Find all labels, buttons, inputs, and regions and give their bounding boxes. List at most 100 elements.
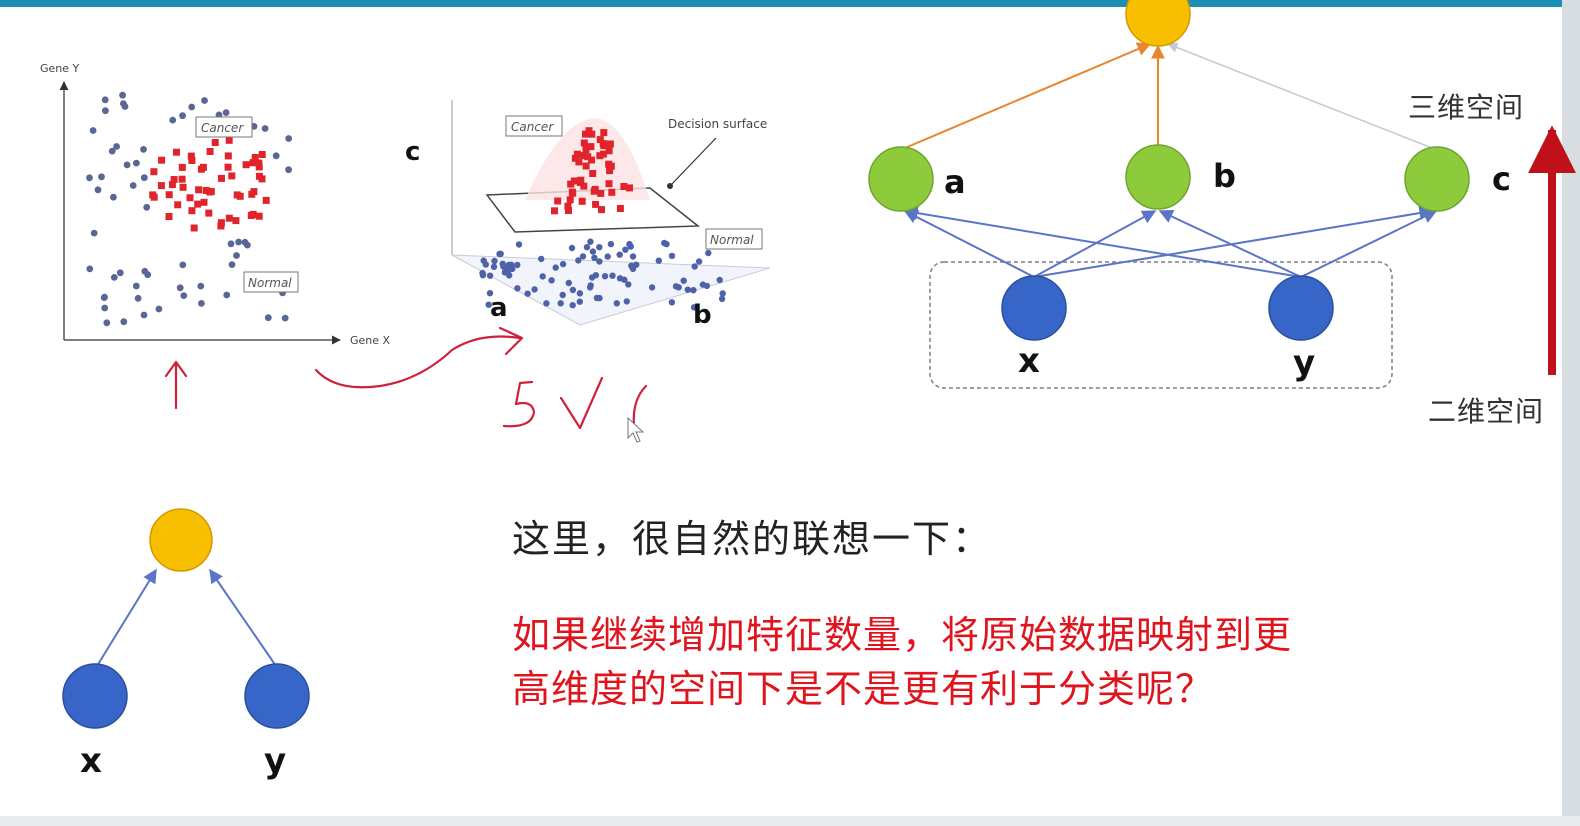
cancer-point bbox=[174, 201, 181, 208]
normal-point-3d bbox=[548, 277, 554, 283]
cancer-point-3d bbox=[606, 180, 613, 187]
normal-point-3d bbox=[538, 256, 544, 262]
normal-point bbox=[265, 314, 272, 321]
normal-point bbox=[179, 262, 186, 269]
normal-point-3d bbox=[622, 247, 628, 253]
normal-point bbox=[201, 97, 208, 104]
normal-point bbox=[86, 174, 93, 181]
normal-point-3d bbox=[516, 241, 522, 247]
normal-point bbox=[198, 300, 205, 307]
cancer-point-3d bbox=[564, 203, 571, 210]
normal-point-3d bbox=[690, 287, 696, 293]
cancer-point-3d bbox=[569, 189, 576, 196]
normal-point-3d bbox=[669, 299, 675, 305]
cancer-point bbox=[225, 164, 232, 171]
cancer-point bbox=[173, 149, 180, 156]
cancer-point-3d bbox=[607, 141, 614, 148]
normal-point bbox=[177, 284, 184, 291]
cancer-point-3d bbox=[581, 140, 588, 147]
normal-label-3d: Normal bbox=[710, 233, 754, 247]
hand-svm bbox=[504, 378, 646, 428]
cancer-point bbox=[256, 173, 263, 180]
cancer-point-3d bbox=[567, 196, 574, 203]
normal-point bbox=[90, 127, 97, 134]
small-input-node-x bbox=[63, 664, 127, 728]
cancer-point bbox=[188, 157, 195, 164]
cancer-point bbox=[166, 191, 173, 198]
normal-point bbox=[235, 239, 242, 246]
normal-point bbox=[180, 292, 187, 299]
network-2d: x y bbox=[63, 509, 309, 781]
cancer-point bbox=[188, 207, 195, 214]
scatter-3d: Decision surface Cancer Normal c a b bbox=[405, 100, 770, 330]
hand-up-arrow bbox=[166, 362, 186, 408]
question-line-1: 如果继续增加特征数量，将原始数据映射到更 bbox=[512, 608, 1292, 662]
normal-point bbox=[119, 92, 126, 99]
normal-point-3d bbox=[685, 287, 691, 293]
normal-point-3d bbox=[720, 290, 726, 296]
cancer-point bbox=[158, 182, 165, 189]
normal-point bbox=[124, 162, 131, 169]
normal-point-3d bbox=[481, 257, 487, 263]
normal-point bbox=[120, 100, 127, 107]
normal-point bbox=[228, 240, 235, 247]
normal-point-3d bbox=[656, 258, 662, 264]
normal-point bbox=[143, 204, 150, 211]
normal-point bbox=[133, 283, 140, 290]
normal-point bbox=[133, 160, 140, 167]
cancer-point bbox=[218, 175, 225, 182]
normal-point-3d bbox=[566, 280, 572, 286]
normal-point-3d bbox=[524, 291, 530, 297]
hidden-label-c: c bbox=[1492, 160, 1511, 198]
normal-point bbox=[101, 305, 108, 312]
normal-point-3d bbox=[609, 273, 615, 279]
input-label-y: y bbox=[1293, 343, 1315, 383]
cancer-point bbox=[225, 152, 232, 159]
cancer-point-3d bbox=[577, 179, 584, 186]
cancer-point bbox=[232, 217, 239, 224]
hidden-label-a: a bbox=[944, 163, 966, 201]
handwriting bbox=[166, 328, 646, 428]
input-label-x: x bbox=[1018, 341, 1040, 381]
normal-point-3d bbox=[575, 257, 581, 263]
small-input-label-x: x bbox=[80, 741, 102, 781]
cancer-point bbox=[205, 210, 212, 217]
normal-point-3d bbox=[514, 262, 520, 268]
normal-point-3d bbox=[630, 266, 636, 272]
small-input-node-y bbox=[245, 664, 309, 728]
input-node-x bbox=[1002, 276, 1066, 340]
normal-point bbox=[169, 117, 176, 124]
normal-point bbox=[179, 112, 186, 119]
normal-point-3d bbox=[605, 253, 611, 259]
normal-point bbox=[120, 318, 127, 325]
cancer-point bbox=[256, 163, 263, 170]
cancer-point bbox=[169, 181, 176, 188]
cancer-point bbox=[250, 159, 257, 166]
cancer-point bbox=[263, 197, 270, 204]
cancer-point-3d bbox=[600, 129, 607, 136]
hidden-node-a bbox=[869, 147, 933, 211]
normal-point bbox=[110, 194, 117, 201]
cancer-point bbox=[256, 213, 263, 220]
normal-point-3d bbox=[589, 274, 595, 280]
normal-point bbox=[95, 186, 102, 193]
cancer-point-3d bbox=[598, 206, 605, 213]
normal-point-3d bbox=[630, 253, 636, 259]
normal-point-3d bbox=[696, 258, 702, 264]
normal-point-3d bbox=[587, 239, 593, 245]
normal-point bbox=[141, 268, 148, 275]
cancer-point bbox=[166, 213, 173, 220]
normal-point-3d bbox=[717, 277, 723, 283]
cancer-point bbox=[194, 201, 201, 208]
normal-point bbox=[242, 239, 249, 246]
cancer-point bbox=[212, 139, 219, 146]
cancer-point bbox=[150, 168, 157, 175]
normal-point-3d bbox=[479, 270, 485, 276]
normal-point-3d bbox=[584, 244, 590, 250]
normal-point-3d bbox=[540, 273, 546, 279]
small-output-node bbox=[150, 509, 212, 571]
normal-point-3d bbox=[621, 277, 627, 283]
normal-point bbox=[141, 312, 148, 319]
normal-point bbox=[285, 135, 292, 142]
normal-point-3d bbox=[624, 298, 630, 304]
